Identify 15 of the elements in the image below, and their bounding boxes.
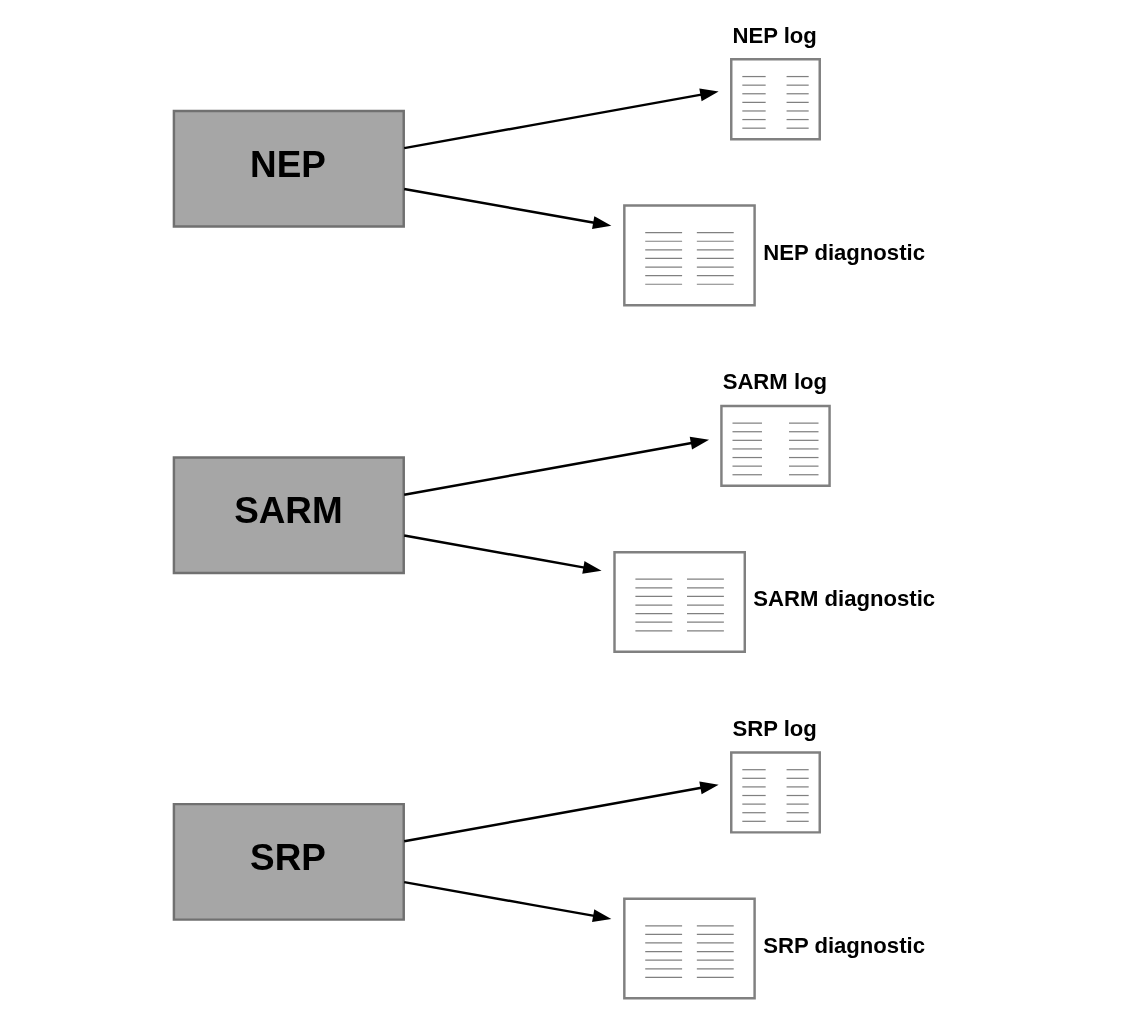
node-label: NEP log xyxy=(732,22,817,48)
node-label: SARM diagnostic xyxy=(753,586,936,612)
node-label: SRP diagnostic xyxy=(763,932,925,958)
node-box: SARM xyxy=(172,456,405,575)
node-box: SRP xyxy=(172,802,405,921)
node-label: SARM log xyxy=(722,369,828,395)
arrow xyxy=(403,534,602,574)
arrow xyxy=(403,187,612,229)
node-label: NEP diagnostic xyxy=(763,239,925,265)
arrow xyxy=(403,436,710,496)
arrow xyxy=(403,781,719,843)
arrow xyxy=(403,88,719,150)
node-label: SRP log xyxy=(732,715,817,741)
node-box: NEP xyxy=(172,109,405,228)
arrow xyxy=(403,880,612,923)
